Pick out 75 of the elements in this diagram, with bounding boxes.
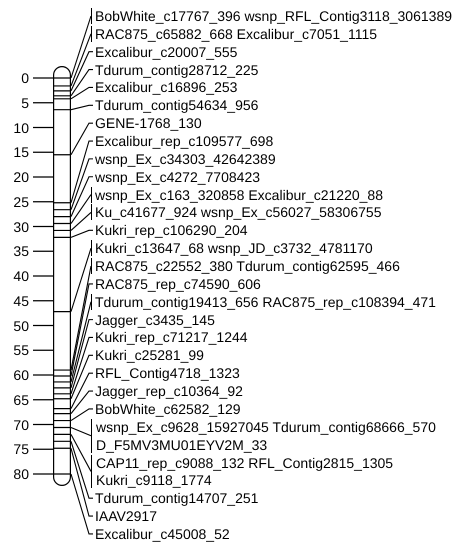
marker-label: Tdurum_contig14707_251: [95, 490, 258, 506]
leader-line: [70, 266, 92, 370]
scale-value: 70: [13, 416, 29, 432]
scale-value: 75: [13, 441, 29, 458]
leader-line: [70, 248, 92, 312]
scale-value: 55: [13, 342, 29, 358]
leader-line: [70, 302, 92, 382]
leader-line: [70, 104, 93, 110]
leader-line: [70, 354, 93, 399]
scale-value: 35: [13, 243, 29, 260]
marker-label: wsnp_Ex_c34303_42642389: [95, 150, 276, 167]
marker-label: wsnp_Ex_c4272_7708423: [95, 168, 260, 185]
leader-line: [70, 86, 93, 100]
scale-value: 65: [13, 392, 29, 408]
leader-line: [70, 212, 92, 231]
marker-label: GENE-1768_130: [95, 115, 202, 132]
leader-line: [70, 69, 93, 96]
scale-value: 80: [13, 466, 29, 482]
scale-value: 40: [13, 268, 29, 284]
marker-label: Tdurum_contig19413_656 RAC875_rep_c108394_471: [91, 294, 436, 310]
marker-label: CAP11_rep_c9088_132 RFL_Contig2815_1305: [96, 454, 394, 470]
marker-label: RAC875_c65882_668 Excalibur_c7051_1115: [91, 26, 378, 42]
leader-line: [70, 194, 92, 224]
leader-line: [70, 336, 93, 394]
leader-line: [70, 51, 93, 92]
scale-value: 10: [13, 120, 29, 136]
scale-value: 5: [21, 94, 29, 111]
marker-label: Tdurum_contig28712_225: [95, 62, 258, 78]
scale-value: 30: [13, 218, 29, 234]
leader-line: [70, 390, 93, 414]
marker-label: BobWhite_c62582_129: [95, 400, 241, 417]
leader-line: [70, 474, 93, 534]
scale-value: 0: [21, 70, 29, 86]
marker-label: RAC875_rep_c74590_606: [95, 276, 261, 292]
marker-label: Ku_c41677_924 wsnp_Ex_c56027_58306755: [91, 204, 382, 220]
leader-line: [70, 140, 93, 203]
marker-label: BobWhite_c17767_396 wsnp_RFL_Contig3118_3061389: [91, 8, 452, 24]
leader-line: [70, 372, 93, 409]
leader-line: [70, 319, 93, 388]
scale-value: 15: [13, 144, 29, 160]
marker-label: D_F5MV3MU01EYV2M_33: [96, 436, 268, 453]
scale-value: 45: [13, 292, 29, 309]
leader-line: [70, 441, 93, 499]
marker-label: wsnp_Ex_c9628_15927045 Tdurum_contig68666_570: [96, 418, 436, 435]
scale-value: 50: [13, 318, 29, 334]
leader-line: [70, 122, 93, 155]
leader-line: [70, 426, 92, 436]
marker-label: Excalibur_c16896_253: [95, 79, 238, 96]
marker-label: Kukri_c9118_1774: [96, 472, 212, 488]
leader-line: [70, 16, 92, 78]
marker-label: RFL_Contig4718_1323: [95, 365, 240, 382]
marker-label: Jagger_rep_c10364_92: [95, 383, 243, 400]
scale-value: 20: [13, 169, 29, 185]
marker-label: Tdurum_contig54634_956: [95, 97, 258, 114]
leader-line: [70, 158, 93, 210]
leader-line: [70, 34, 92, 86]
marker-label: Excalibur_c20007_555: [95, 44, 238, 60]
leader-line: [70, 283, 93, 376]
scale-value: 60: [13, 367, 29, 383]
marker-label: wsnp_Ex_c163_320858 Excalibur_c21220_88: [91, 186, 383, 203]
marker-label: Kukri_c13647_68 wsnp_JD_c3732_4781170: [91, 240, 373, 256]
marker-label: Excalibur_c45008_52: [95, 526, 230, 542]
leader-line: [70, 434, 92, 472]
leader-line: [70, 230, 93, 238]
marker-label: Kukri_rep_c106290_204: [95, 222, 248, 238]
marker-label: Kukri_rep_c71217_1244: [95, 329, 248, 346]
leader-line: [70, 408, 93, 421]
marker-label: Excalibur_rep_c109577_698: [95, 133, 274, 150]
marker-label: IAAV2917: [95, 508, 158, 524]
marker-label: RAC875_c22552_380 Tdurum_contig62595_466: [91, 258, 400, 274]
leader-line: [70, 448, 93, 517]
marker-label: Kukri_c25281_99: [95, 347, 204, 364]
leader-line: [70, 176, 93, 217]
scale-value: 25: [13, 194, 29, 210]
marker-label: Jagger_c3435_145: [95, 312, 215, 328]
